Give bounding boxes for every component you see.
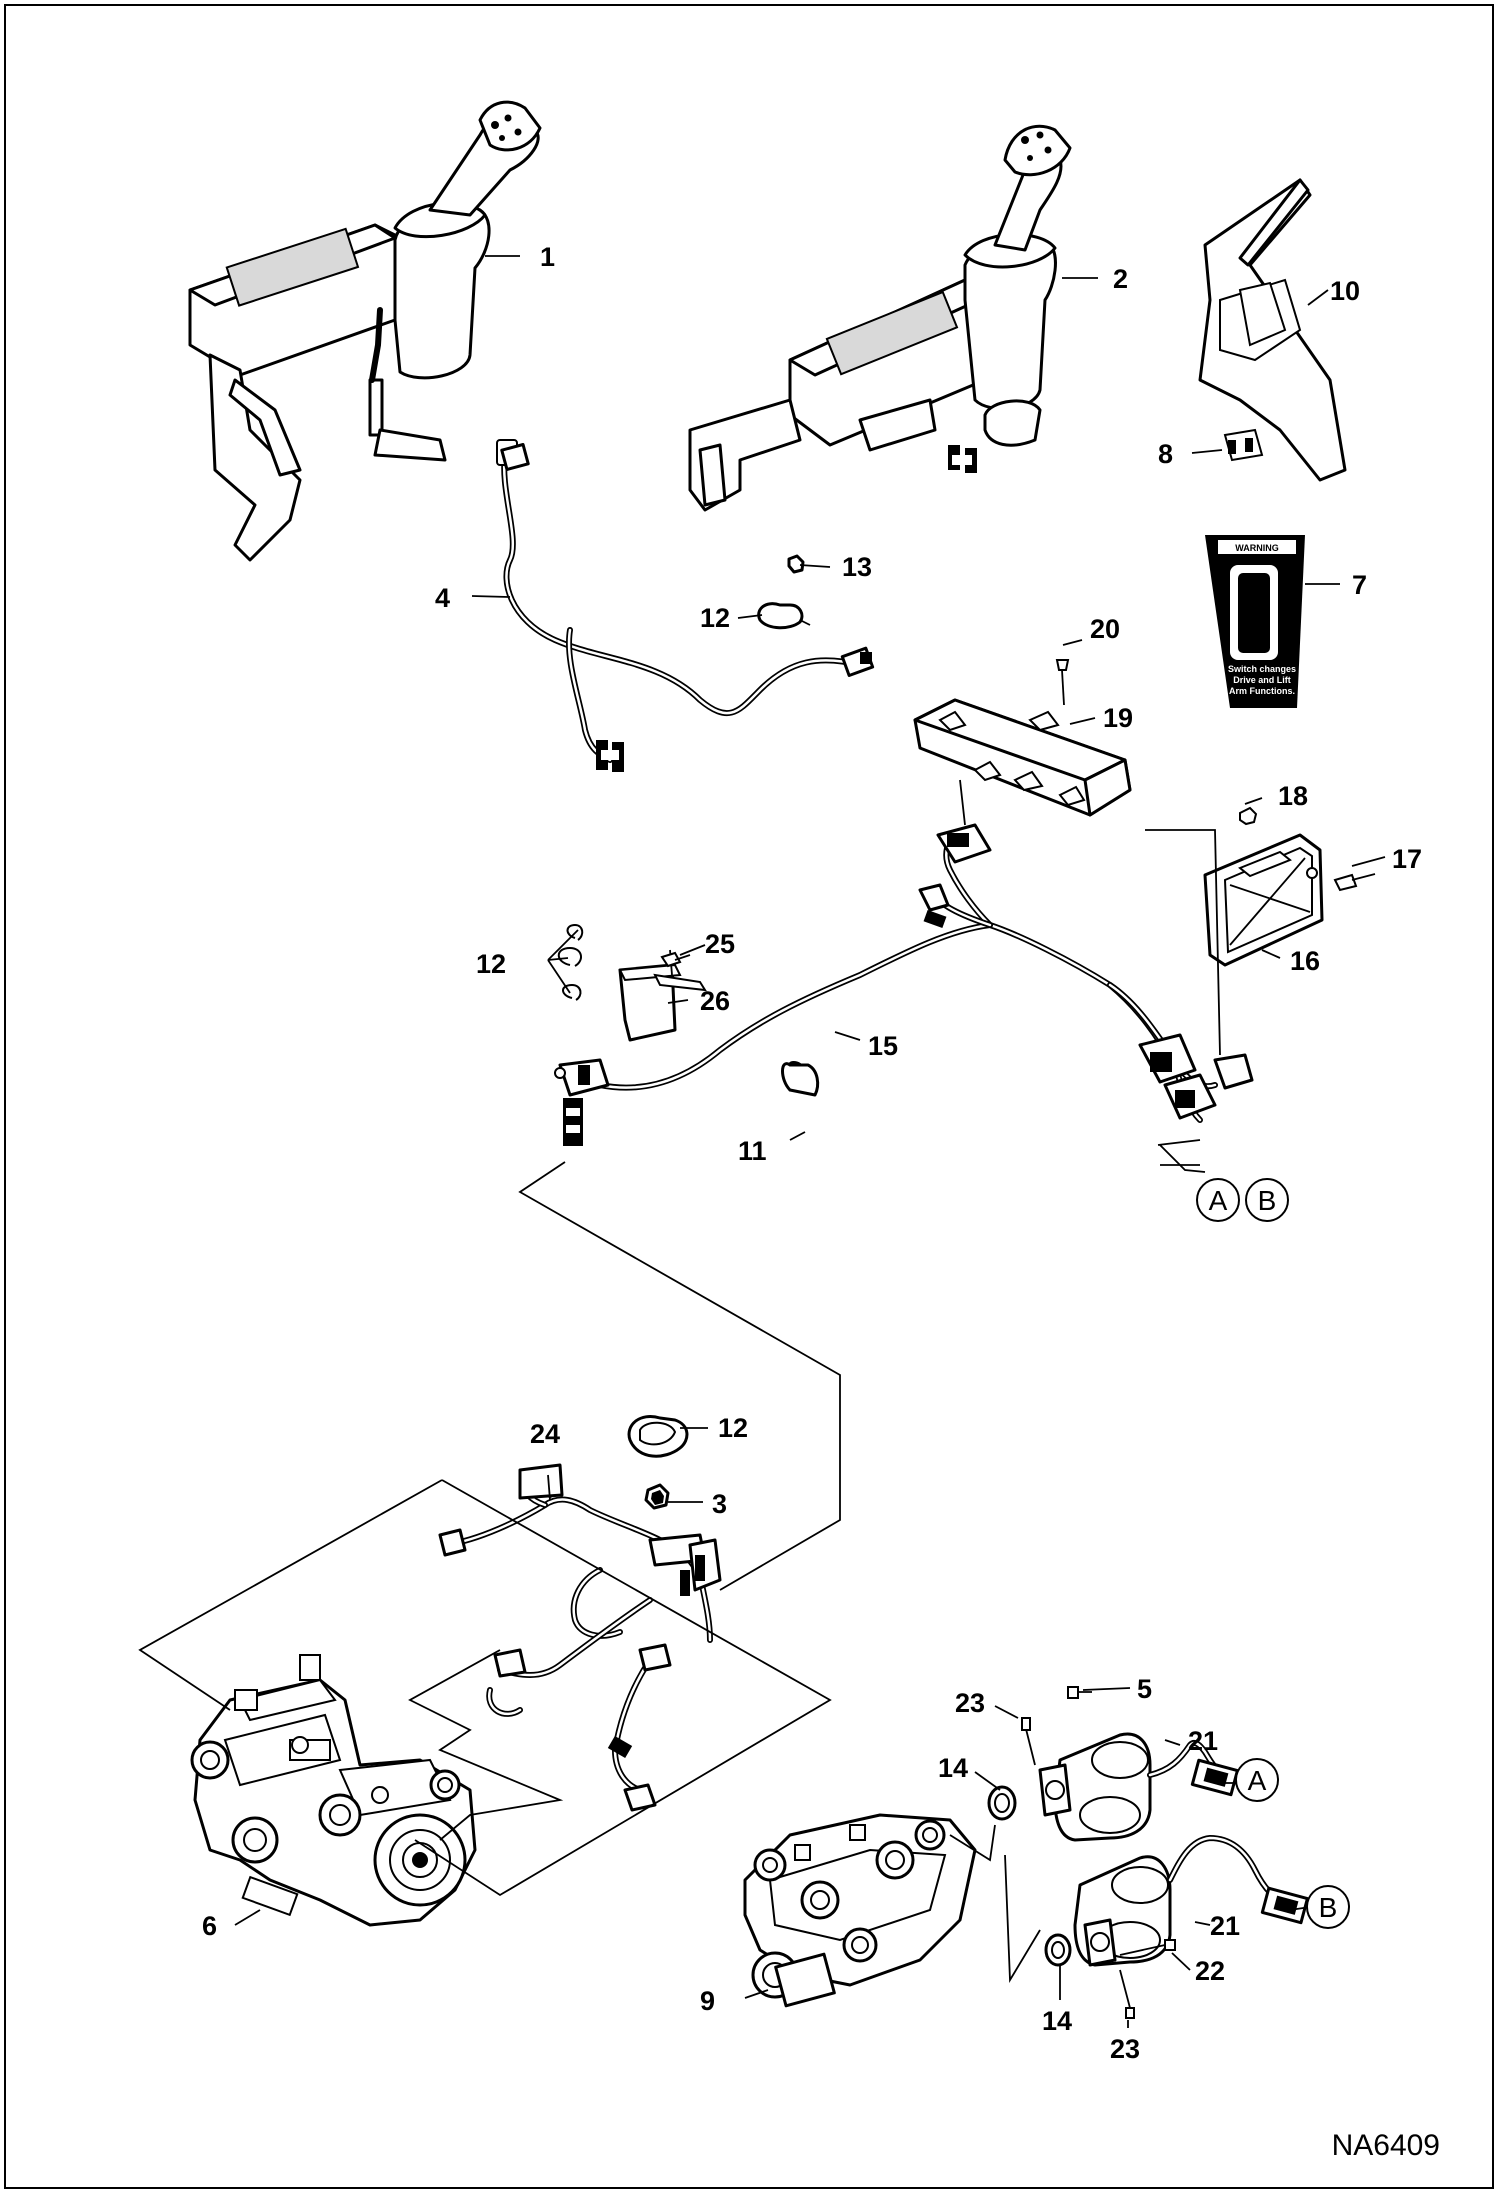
callout-2: 2 (1113, 264, 1128, 294)
connector-b-circle-top (1245, 1178, 1289, 1222)
callout-23-upper: 23 (955, 1688, 985, 1718)
connector-b-label-lower: B (1319, 1892, 1338, 1923)
callout-leaders (234, 255, 1386, 2028)
clip-and-nut-lower (627, 1415, 689, 1510)
connector-a-circle-lower (1235, 1758, 1279, 1802)
callout-19: 19 (1103, 703, 1133, 733)
decal-header: WARNING (1235, 543, 1279, 553)
callout-6: 6 (202, 1911, 217, 1941)
callout-20: 20 (1090, 614, 1120, 644)
valve-body-9 (743, 1813, 977, 2008)
warning-decal: WARNING Switch changes Drive and Lift Ar… (1205, 535, 1305, 708)
decal-line-1: Switch changes (1228, 664, 1296, 674)
clip-11 (781, 1062, 820, 1097)
connector-b-label-top: B (1258, 1185, 1277, 1216)
connector-markers: A B A B (1196, 1178, 1350, 1929)
callout-5: 5 (1137, 1674, 1152, 1704)
connector-a-label-lower: A (1248, 1765, 1267, 1796)
clip-and-nut-top (757, 554, 811, 630)
controller-module (913, 659, 1132, 817)
callout-4: 4 (435, 583, 450, 613)
mounting-bracket (1203, 806, 1376, 967)
main-harness-15 (554, 779, 1254, 1146)
callout-22: 22 (1195, 1956, 1225, 1986)
side-panel-assembly (1198, 178, 1347, 482)
callout-8: 8 (1158, 439, 1173, 469)
callout-12-top: 12 (700, 603, 730, 633)
callout-16: 16 (1290, 946, 1320, 976)
callout-1: 1 (540, 242, 555, 272)
solenoid-21-upper (1038, 1732, 1239, 1842)
callout-13: 13 (842, 552, 872, 582)
callout-10: 10 (1330, 276, 1360, 306)
decal-line-3: Arm Functions. (1229, 686, 1295, 696)
callout-26: 26 (700, 986, 730, 1016)
solenoid-21-lower (1073, 1835, 1309, 1967)
wire-harness-4 (496, 439, 875, 772)
connector-a-circle-top (1196, 1178, 1240, 1222)
small-hardware (987, 1686, 1176, 2019)
callout-14-lower: 14 (1042, 2006, 1072, 2036)
connector-b-circle-lower (1306, 1885, 1350, 1929)
connector-a-label-top: A (1209, 1185, 1228, 1216)
right-joystick-assembly (688, 124, 1072, 512)
lower-harness-24 (438, 1463, 722, 1812)
callout-23-lower: 23 (1110, 2034, 1140, 2064)
callout-21-upper: 21 (1188, 1726, 1218, 1756)
callout-11: 11 (738, 1136, 767, 1166)
callout-21-lower: 21 (1210, 1911, 1240, 1941)
callout-25: 25 (705, 929, 735, 959)
decal-line-2: Drive and Lift (1233, 675, 1291, 685)
callout-9: 9 (700, 1986, 715, 2016)
callout-14-upper: 14 (938, 1753, 968, 1783)
callout-12-middle: 12 (476, 949, 506, 979)
callout-12-lower: 12 (718, 1413, 748, 1443)
drawing-id: NA6409 (1332, 2129, 1440, 2162)
callout-24: 24 (530, 1419, 560, 1449)
callout-18: 18 (1278, 781, 1308, 811)
callout-17: 17 (1392, 844, 1422, 874)
hydraulic-pump-6 (190, 1654, 477, 1927)
left-joystick-assembly (188, 100, 542, 562)
assembly-lines (138, 829, 1221, 1984)
clip-bracket-26 (557, 923, 707, 1042)
callout-15: 15 (868, 1031, 898, 1061)
callout-labels: 1 2 3 4 5 6 7 8 9 10 11 12 12 12 13 14 1… (202, 242, 1422, 2064)
callout-7: 7 (1352, 570, 1367, 600)
callout-3: 3 (712, 1489, 727, 1519)
